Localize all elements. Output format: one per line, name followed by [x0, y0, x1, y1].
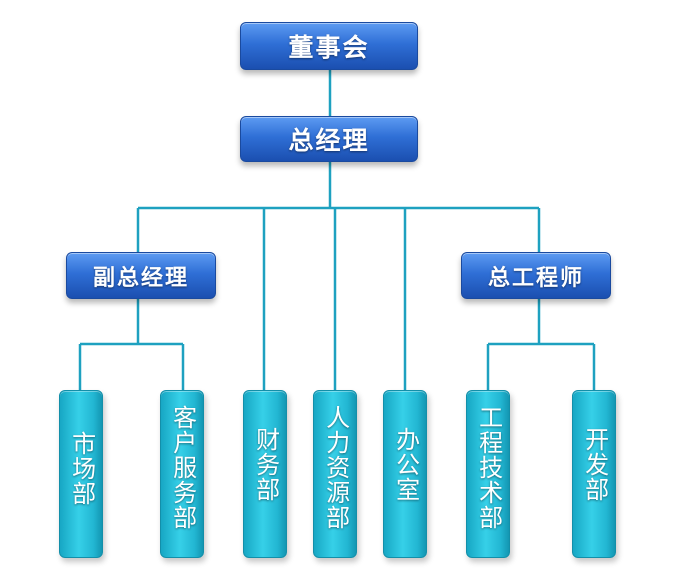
board-label: 董事会: [288, 33, 370, 62]
customer-service-dept-label: 客户服务部: [168, 405, 197, 530]
office-dept-box: 办公室: [383, 390, 427, 558]
chief-engineer-box: 总工程师: [461, 252, 611, 299]
chief-engineer-label: 总工程师: [487, 264, 584, 291]
hr-dept-box: 人力资源部: [313, 390, 357, 558]
gm-box: 总经理: [240, 116, 418, 162]
market-dept-box: 市场部: [59, 390, 103, 558]
development-dept-box: 开发部: [572, 390, 616, 558]
customer-service-dept-box: 客户服务部: [160, 390, 204, 558]
engineering-dept-box: 工程技术部: [466, 390, 510, 558]
hr-dept-label: 人力资源部: [321, 405, 350, 530]
engineering-dept-label: 工程技术部: [474, 405, 503, 530]
gm-label: 总经理: [288, 126, 370, 155]
office-dept-label: 办公室: [391, 427, 420, 502]
finance-dept-box: 财务部: [243, 390, 287, 558]
deputy-gm-label: 副总经理: [92, 264, 189, 291]
finance-dept-label: 财务部: [251, 427, 280, 502]
deputy-gm-box: 副总经理: [66, 252, 216, 299]
board-box: 董事会: [240, 22, 418, 70]
development-dept-label: 开发部: [580, 427, 609, 502]
market-dept-label: 市场部: [67, 431, 96, 506]
